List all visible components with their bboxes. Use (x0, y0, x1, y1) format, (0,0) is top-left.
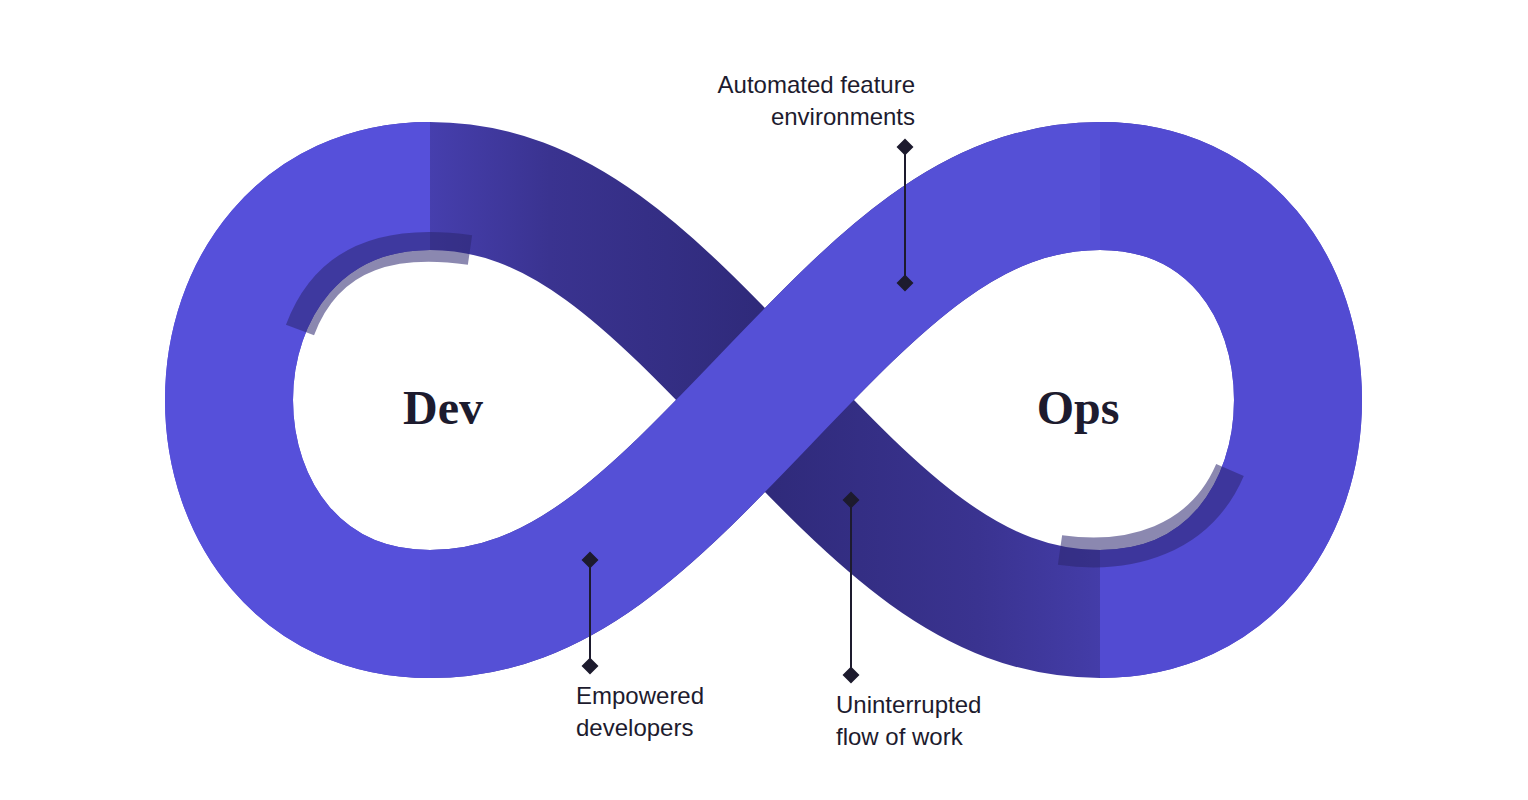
ribbon-back (229, 186, 1298, 614)
leader-line (850, 500, 852, 675)
leader-dot (844, 668, 858, 682)
leader-dot (844, 493, 858, 507)
callout-text: Empowered developers (576, 680, 751, 744)
leader-line (904, 147, 906, 283)
leader-dot (898, 276, 912, 290)
leader-lines (583, 140, 912, 682)
loop-label: Ops (978, 380, 1178, 436)
ribbon-front (430, 186, 1100, 614)
callout-text: Uninterrupted flow of work (836, 689, 1021, 753)
leader-dot (898, 140, 912, 154)
leader-line (589, 560, 591, 666)
callout-text: Automated feature environments (660, 69, 915, 133)
ribbon-shade (1060, 470, 1230, 552)
leader-dot (583, 659, 597, 673)
ribbon-shade (300, 247, 470, 330)
leader-dot (583, 553, 597, 567)
loop-label: Dev (343, 380, 543, 436)
